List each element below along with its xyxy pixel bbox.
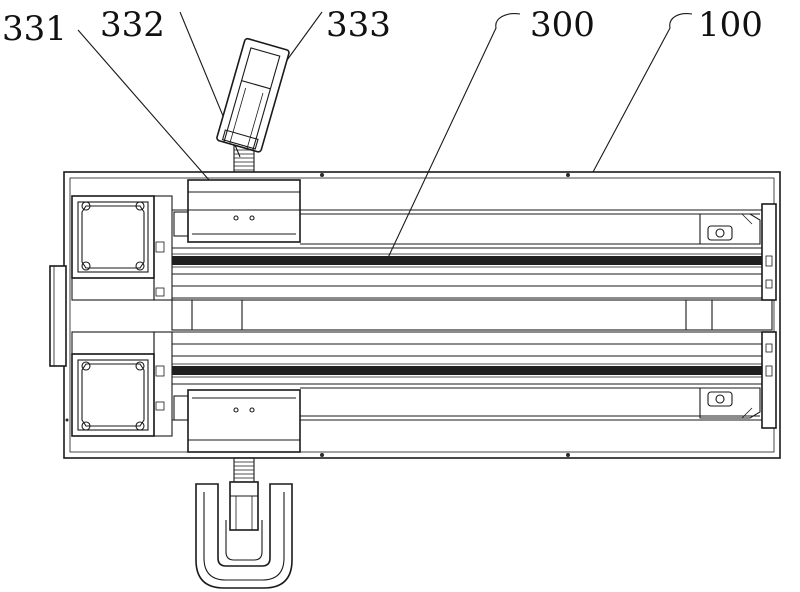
upper-screw-shaft	[172, 256, 766, 265]
label-100: 100	[698, 5, 763, 45]
leader-100	[592, 13, 693, 173]
label-331: 331	[2, 9, 67, 49]
leader-300	[385, 13, 521, 263]
label-332: 332	[100, 5, 165, 45]
top-gripper	[216, 37, 290, 173]
label-300: 300	[530, 5, 595, 45]
upper-linear-module	[71, 179, 777, 301]
side-connector	[49, 265, 67, 367]
lower-screw-shaft	[172, 366, 766, 375]
upper-slider-block	[187, 179, 301, 243]
label-333: 333	[326, 5, 391, 45]
frame-100	[49, 171, 781, 459]
lower-slider-block	[187, 389, 301, 453]
leader-lines	[77, 11, 693, 263]
lower-linear-module	[71, 331, 777, 453]
bottom-gripper	[195, 457, 293, 589]
leader-331	[77, 29, 217, 189]
